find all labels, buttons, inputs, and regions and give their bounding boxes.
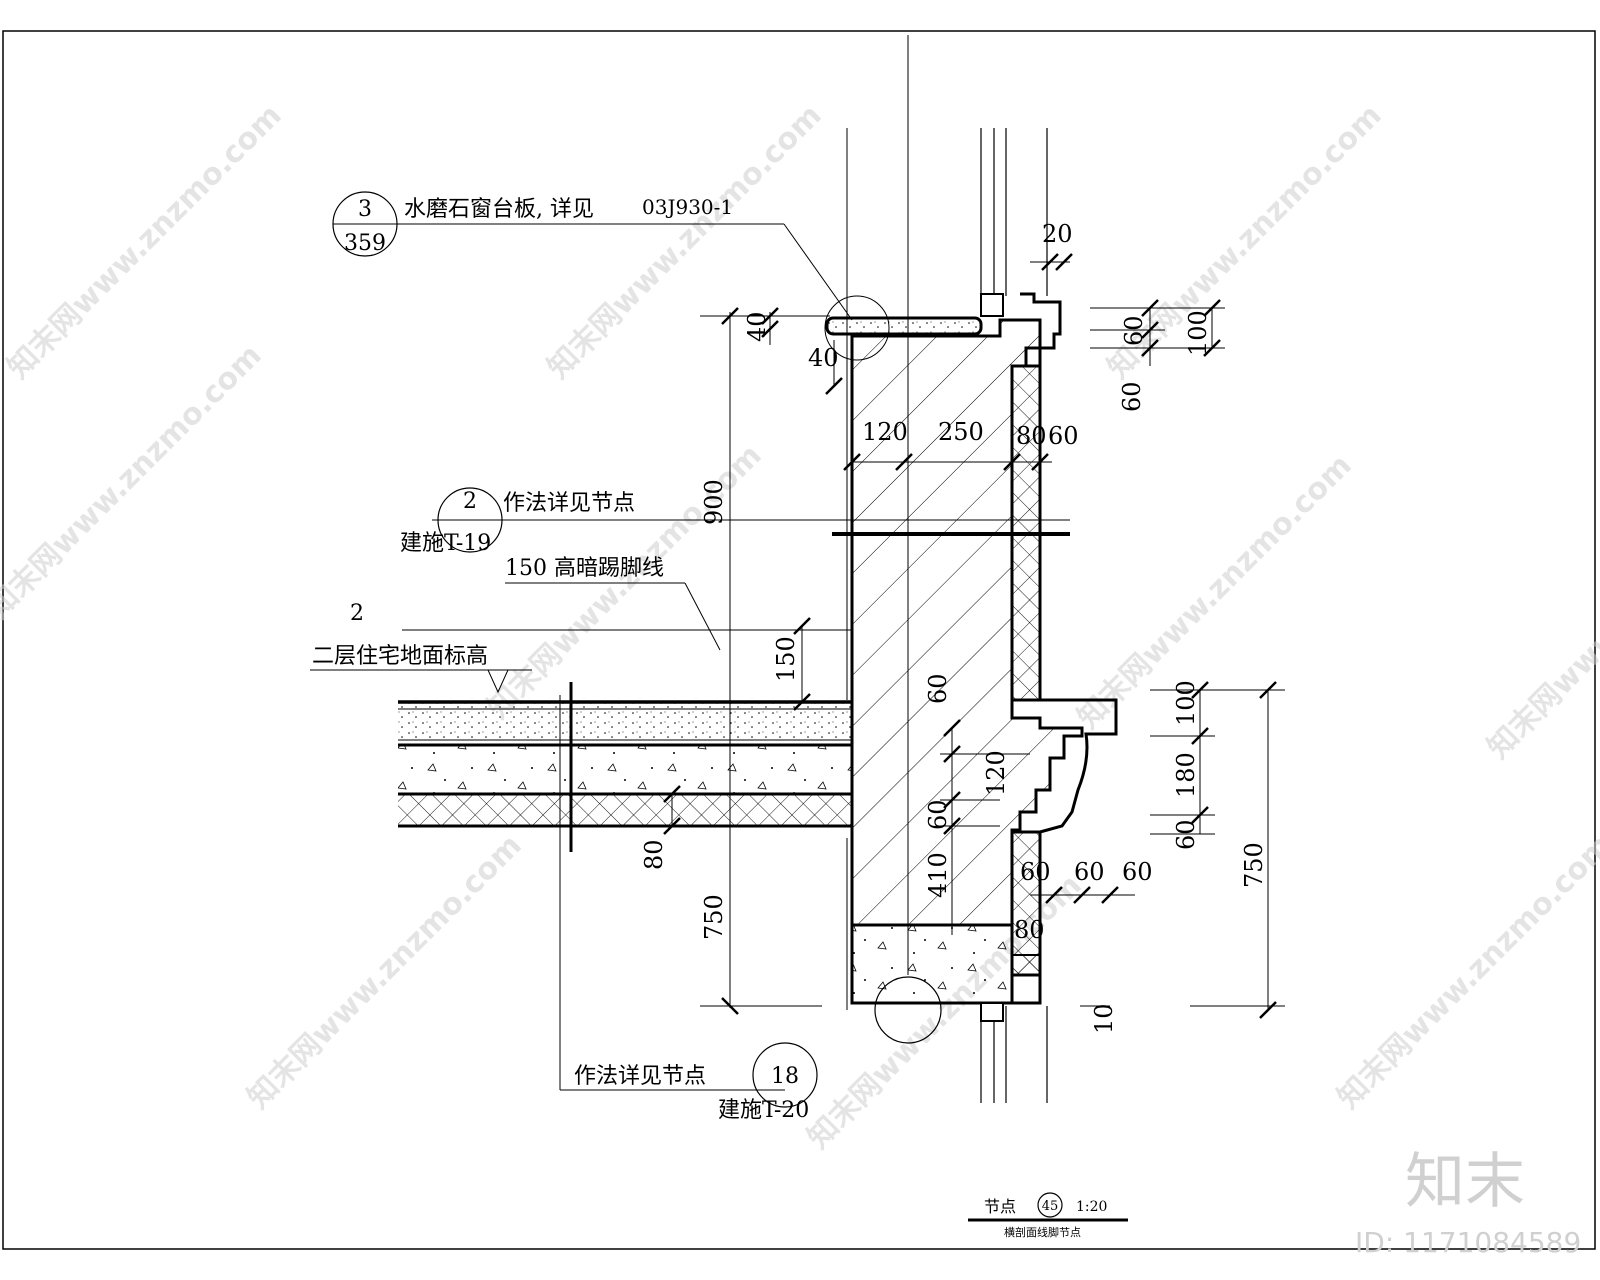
dim-80-a: 80 [1016,422,1047,450]
dim-60-f: 60 [1020,858,1051,886]
title-block: 节点 45 1:20 横剖面线脚节点 [968,1192,1128,1239]
terrazzo-ref: 03J930-1 [642,195,733,219]
callout-2-text: 作法详见节点 [503,491,635,516]
dim-60-d: 60 [924,673,952,704]
detail-circle [824,295,890,361]
dim-100-a: 100 [1184,310,1212,356]
dim-40-a: 40 [743,311,771,342]
floor-slab [398,682,852,852]
callout-3-top: 3 [358,197,372,222]
title-number-circle [1037,1192,1063,1218]
watermark-text-10: 知末网www.znzmo.com [1481,478,1600,766]
dim-80-b: 80 [640,839,668,870]
floor-level-text: 二层住宅地面标高 [312,644,488,669]
dim-180: 180 [1172,752,1200,798]
dim-60-h: 60 [1122,858,1153,886]
outer-skin-lower [1039,698,1118,834]
dim-250: 250 [938,418,984,446]
window-frame-top [980,128,1048,296]
dim-100-b: 100 [1172,680,1200,726]
title-node: 节点 [984,1197,1016,1216]
skirting-note: 150 高暗踢脚线 [505,556,664,581]
floor-finish-layer [398,702,852,740]
dim-60-b: 60 [1118,381,1146,412]
watermark-text-7: 知末网www.znzmo.com [241,828,529,1116]
dim-60-g: 60 [1074,858,1105,886]
title-number: 45 [1042,1199,1059,1214]
dimension-ticks [663,253,1277,1019]
dim-80-c: 80 [1014,916,1045,944]
dim-150: 150 [772,636,800,682]
watermark-text-4: 知末网www.znzmo.com [0,338,269,626]
dim-20: 20 [1042,220,1073,248]
callout-3-359: 3 359 水磨石窗台板, 详见 03J930-1 [332,191,853,321]
dim-60-a: 60 [1120,315,1148,346]
terrazzo-note: 水磨石窗台板, 详见 [404,197,594,222]
callout-2-t19: 2 作法详见节点 建施T-19 [400,487,635,556]
dim-750-a: 750 [700,894,728,940]
window-frame-block-bottom [980,1002,1004,1022]
callout-3-bottom: 359 [344,231,386,256]
window-frame-block [980,293,1004,317]
watermark-text-6: 知末网www.znzmo.com [1071,448,1359,736]
skirting-callout: 150 高暗踢脚线 [505,556,721,651]
wall-insulation-strip-low [1010,830,1042,977]
dim-750-b: 750 [1240,842,1268,888]
column-concrete [850,318,1084,927]
dim-120-b: 120 [982,750,1010,796]
floor-level-num: 2 [350,601,364,626]
window-sill [825,316,983,336]
outer-skin [1020,292,1062,366]
dim-10: 10 [1090,1003,1118,1034]
dim-900: 900 [700,479,728,525]
watermark-text-2: 知末网www.znzmo.com [541,98,829,386]
dim-60-e: 60 [924,799,952,830]
window-frame-bottom [980,1006,1048,1103]
dim-60-i: 60 [1172,819,1200,850]
dim-60-c: 60 [1048,422,1079,450]
dim-410: 410 [924,852,952,898]
dimension-labels: 20 40 40 60 100 60 120 250 80 60 900 150… [640,220,1268,1034]
bottom-beam [850,923,1014,1005]
callout-18-text: 作法详见节点 [574,1064,706,1089]
bottom-beam-insulation [1011,954,1041,976]
dimension-lines [671,261,1285,1010]
title-subtitle: 横剖面线脚节点 [1004,1225,1081,1239]
brand-watermark: 知末 [1405,1147,1525,1217]
id-watermark: ID: 1171084589 [1355,1226,1581,1259]
callout-2-top: 2 [463,489,477,514]
callout-18-top: 18 [771,1064,799,1089]
callout-18-t20: 作法详见节点 18 建施T-20 [559,852,818,1123]
callout-18-ref: 建施T-20 [718,1098,809,1123]
callout-2-ref: 建施T-19 [400,531,491,556]
title-scale: 1:20 [1076,1199,1107,1215]
floor-insulation-layer [398,794,852,826]
floor-concrete-layer [398,744,852,794]
dim-120: 120 [862,418,908,446]
drawing-border [2,30,1596,1250]
dim-40-b: 40 [808,344,839,372]
floor-level-callout: 2 二层住宅地面标高 [310,601,852,694]
watermark-text-9: 知末网www.znzmo.com [1331,828,1600,1116]
